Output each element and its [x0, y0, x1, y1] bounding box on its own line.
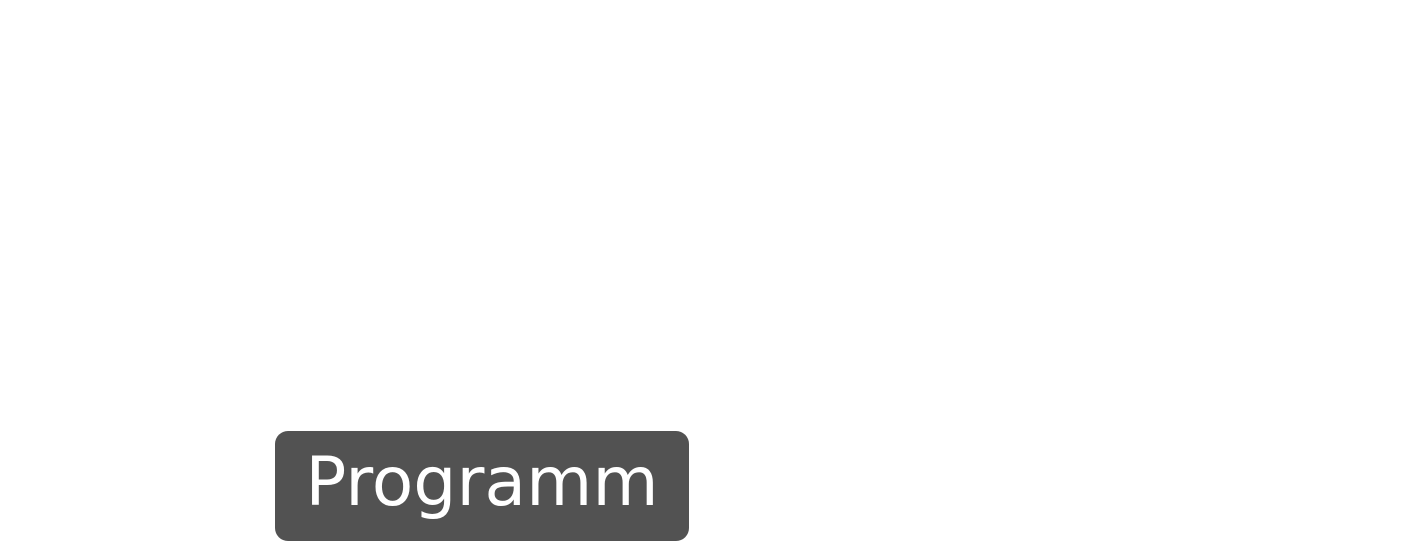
program-button[interactable]: Programm	[275, 431, 689, 541]
program-button-label: Programm	[305, 443, 659, 522]
